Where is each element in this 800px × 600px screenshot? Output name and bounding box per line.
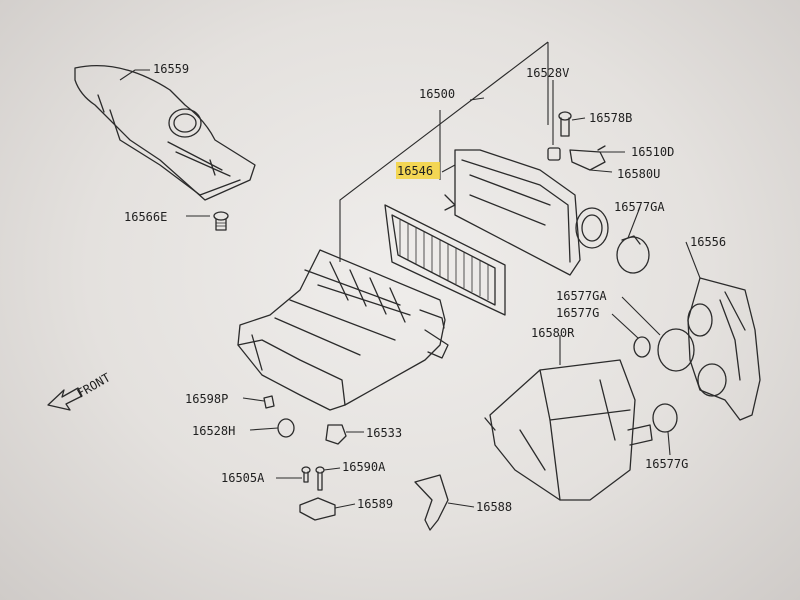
label-16500: 16500 [419, 87, 455, 101]
label-16510D: 16510D [631, 145, 674, 159]
part-number-labels: 16559 16500 16528V 16578B 16510D 16546 1… [75, 62, 727, 514]
bolt-16566E-part [213, 211, 229, 231]
label-16580R: 16580R [531, 326, 575, 340]
label-front: FRONT [75, 370, 113, 400]
label-16590A: 16590A [342, 460, 386, 474]
upper-small-hardware [547, 111, 606, 171]
leader-lines [119, 69, 701, 509]
label-16577GA-mid: 16577GA [556, 289, 607, 303]
intake-duct-part [74, 65, 256, 201]
label-16528V: 16528V [526, 66, 569, 80]
label-16528H: 16528H [192, 424, 235, 438]
label-16580U: 16580U [617, 167, 660, 181]
assembly-bracket-lines [339, 41, 549, 262]
hose-clamps-and-16556-hose-part [616, 235, 761, 433]
label-16556: 16556 [690, 235, 726, 249]
label-16559: 16559 [153, 62, 189, 76]
highlight-marker [396, 162, 440, 179]
label-16566E: 16566E [124, 210, 167, 224]
front-direction-arrow [47, 387, 83, 411]
lower-small-hardware [263, 395, 449, 531]
air-cleaner-lower-case-part [237, 249, 449, 411]
air-cleaner-upper-cover-part [444, 149, 609, 276]
air-filter-element-part [384, 204, 506, 316]
label-16533: 16533 [366, 426, 402, 440]
label-16546: 16546 [397, 164, 433, 178]
label-16589: 16589 [357, 497, 393, 511]
label-16577G-mid: 16577G [556, 306, 599, 320]
label-16577GA-top: 16577GA [614, 200, 665, 214]
label-16588: 16588 [476, 500, 512, 514]
label-16505A: 16505A [221, 471, 265, 485]
label-16577G-bot: 16577G [645, 457, 688, 471]
label-16578B: 16578B [589, 111, 632, 125]
resonator-16580R-part [484, 359, 653, 501]
label-16598P: 16598P [185, 392, 228, 406]
